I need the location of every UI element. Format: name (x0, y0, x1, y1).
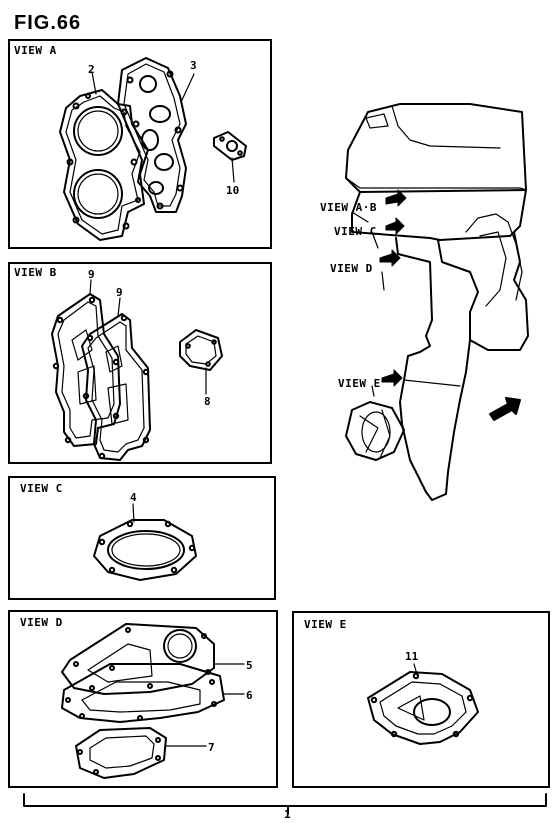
figure-title: FIG.66 (14, 12, 82, 34)
engine-label-view-ab: VIEW A·B (320, 201, 377, 214)
part-9-rear-gasket (81, 297, 151, 461)
part-6-gasket (61, 663, 245, 723)
part-8-small-gasket (179, 329, 223, 395)
callout-11: 11 (405, 650, 419, 663)
part-10-small-gasket (213, 131, 247, 183)
view-a-box (8, 39, 272, 249)
view-c-box (8, 476, 276, 600)
assembly-bracket (23, 793, 547, 815)
view-arrows (379, 189, 407, 387)
callout-3: 3 (190, 59, 197, 72)
callout-8: 8 (204, 395, 211, 408)
callout-9a: 9 (88, 268, 95, 281)
callout-10: 10 (226, 184, 240, 197)
callout-4: 4 (130, 491, 137, 504)
part-4-round-gasket (93, 503, 197, 581)
callout-6: 6 (246, 689, 253, 702)
callout-5: 5 (246, 659, 253, 672)
part-11-gasket (367, 663, 479, 745)
part-5-gasket (61, 623, 245, 695)
engine-label-view-e: VIEW E (338, 377, 381, 390)
view-b-label: VIEW B (14, 266, 57, 279)
callout-2: 2 (88, 63, 95, 76)
engine-label-view-d: VIEW D (330, 262, 373, 275)
part-3-cover-gasket (117, 57, 195, 213)
callout-7: 7 (208, 741, 215, 754)
outboard-engine-drawing (345, 103, 529, 501)
view-e-label: VIEW E (304, 618, 347, 631)
view-c-label: VIEW C (20, 482, 63, 495)
view-e-box (292, 611, 550, 788)
part-2-head-gasket (59, 71, 149, 241)
view-d-box (8, 610, 278, 788)
callout-9b: 9 (116, 286, 123, 299)
view-b-box (8, 262, 272, 464)
part-9-front-gasket (51, 279, 121, 447)
view-d-label: VIEW D (20, 616, 63, 629)
view-a-label: VIEW A (14, 44, 57, 57)
part-7-gasket (75, 727, 207, 779)
